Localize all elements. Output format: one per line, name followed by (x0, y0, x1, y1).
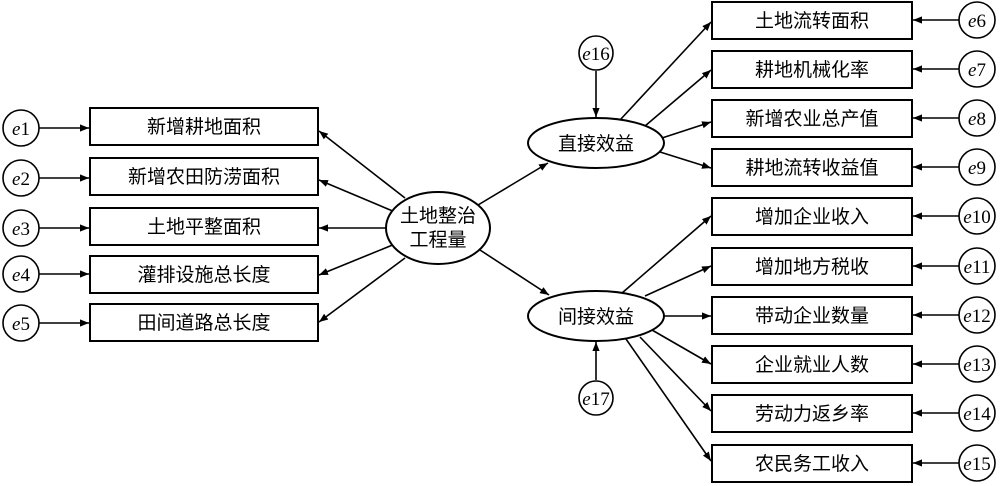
svg-text:e14: e14 (963, 404, 991, 425)
indicator-indirect-4: 企业就业人数 (711, 345, 913, 384)
svg-text:e4: e4 (12, 265, 30, 286)
indicator-indirect-3: 带动企业数量 (711, 296, 913, 335)
indicator-left-1: 新增耕地面积 (89, 107, 319, 146)
error-e8: e8 (958, 99, 996, 137)
svg-text:带动企业数量: 带动企业数量 (755, 305, 869, 327)
direct-benefit-label: 直接效益 (558, 133, 634, 155)
error-e1: e1 (2, 109, 40, 147)
svg-text:企业就业人数: 企业就业人数 (755, 354, 869, 376)
arrow-center-to-indicator-4 (318, 243, 396, 276)
svg-text:e17: e17 (582, 389, 609, 410)
indicator-indirect-5: 劳动力返乡率 (711, 394, 913, 433)
arrow-indirect-to-indicator-1 (621, 215, 712, 294)
indicator-indirect-1: 增加企业收入 (711, 197, 913, 236)
arrow-center-to-indirect (479, 249, 550, 296)
error-e4: e4 (2, 255, 40, 293)
latent-land-consolidation: 土地整治 工程量 (385, 191, 491, 265)
center-label-line1: 土地整治 (400, 205, 476, 227)
center-label-line2: 工程量 (409, 229, 466, 251)
arrow-center-to-indicator-5 (318, 257, 406, 323)
indicator-left-2: 新增农田防涝面积 (89, 157, 319, 196)
svg-text:耕地流转收益值: 耕地流转收益值 (745, 157, 878, 179)
arrow-center-to-indicator-1 (318, 130, 406, 199)
svg-text:e8: e8 (968, 109, 986, 130)
arrow-direct-to-indicator-2 (644, 69, 712, 127)
svg-text:e11: e11 (964, 257, 991, 278)
svg-text:土地平整面积: 土地平整面积 (147, 216, 261, 238)
indicator-direct-3: 新增农业总产值 (711, 99, 913, 138)
svg-text:新增耕地面积: 新增耕地面积 (147, 116, 261, 138)
arrow-indirect-to-indicator-6 (625, 338, 712, 462)
arrow-indirect-to-indicator-5 (639, 336, 712, 412)
svg-text:田间道路总长度: 田间道路总长度 (137, 312, 270, 334)
error-e7: e7 (958, 50, 996, 88)
error-e3: e3 (2, 209, 40, 247)
latent-direct-benefit: 直接效益 (527, 117, 665, 169)
svg-text:土地流转面积: 土地流转面积 (755, 10, 869, 32)
error-e2: e2 (2, 159, 40, 197)
svg-text:耕地机械化率: 耕地机械化率 (755, 59, 869, 81)
svg-text:e1: e1 (12, 119, 30, 140)
svg-text:e5: e5 (12, 314, 30, 335)
svg-text:e12: e12 (963, 306, 990, 327)
error-e15: e15 (958, 444, 996, 482)
indirect-benefit-label: 间接效益 (558, 306, 634, 328)
svg-text:增加企业收入: 增加企业收入 (755, 206, 869, 228)
svg-text:e2: e2 (12, 169, 30, 190)
svg-text:新增农业总产值: 新增农业总产值 (745, 108, 878, 130)
error-e16: e16 (578, 35, 614, 71)
arrow-direct-to-indicator-4 (659, 151, 712, 169)
arrow-direct-to-indicator-3 (661, 121, 712, 139)
indicator-left-5: 田间道路总长度 (89, 303, 319, 342)
indicator-direct-1: 土地流转面积 (711, 1, 913, 40)
arrow-center-to-indicator-2 (318, 179, 396, 213)
arrow-center-to-direct (477, 162, 549, 206)
indicator-indirect-6: 农民务工收入 (711, 444, 913, 483)
error-e11: e11 (958, 247, 996, 285)
svg-text:增加地方税收: 增加地方税收 (755, 256, 869, 278)
indicator-left-3: 土地平整面积 (89, 207, 319, 246)
error-e5: e5 (2, 304, 40, 342)
svg-text:农民务工收入: 农民务工收入 (755, 453, 869, 475)
indicator-indirect-2: 增加地方税收 (711, 247, 913, 286)
arrow-direct-to-indicator-1 (619, 21, 712, 121)
svg-text:劳动力返乡率: 劳动力返乡率 (755, 403, 869, 425)
latent-indirect-benefit: 间接效益 (527, 290, 665, 342)
svg-text:e15: e15 (963, 454, 990, 475)
indicator-direct-2: 耕地机械化率 (711, 50, 913, 89)
arrow-indirect-to-indicator-4 (651, 329, 712, 365)
svg-text:e13: e13 (963, 355, 990, 376)
error-e9: e9 (958, 148, 996, 186)
indicator-direct-4: 耕地流转收益值 (711, 148, 913, 187)
error-e17: e17 (578, 380, 614, 416)
svg-text:e6: e6 (968, 11, 986, 32)
svg-text:e16: e16 (582, 44, 609, 65)
path-arrows (39, 16, 959, 467)
arrow-indirect-to-indicator-2 (644, 265, 712, 297)
error-e13: e13 (958, 345, 996, 383)
error-e14: e14 (958, 394, 996, 432)
indicator-left-4: 灌排设施总长度 (89, 255, 319, 294)
svg-text:e10: e10 (963, 207, 990, 228)
error-e10: e10 (958, 197, 996, 235)
svg-text:e9: e9 (968, 158, 986, 179)
svg-text:新增农田防涝面积: 新增农田防涝面积 (128, 166, 280, 188)
error-e12: e12 (958, 296, 996, 334)
svg-text:e3: e3 (12, 219, 30, 240)
error-e6: e6 (958, 1, 996, 39)
svg-text:灌排设施总长度: 灌排设施总长度 (137, 264, 270, 286)
svg-text:e7: e7 (968, 60, 986, 81)
